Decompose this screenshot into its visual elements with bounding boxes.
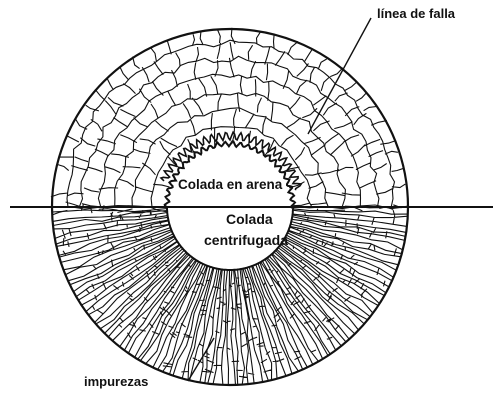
inner-bore-circle [165,141,295,270]
failure-line-label: línea de falla [377,6,455,21]
sand-casting-label: Colada en arena [178,177,282,192]
centrifugal-casting-label-line2: centrifugada [204,232,288,248]
impurities-label: impurezas [84,374,148,389]
centrifugal-casting-label-line1: Colada [226,211,273,227]
